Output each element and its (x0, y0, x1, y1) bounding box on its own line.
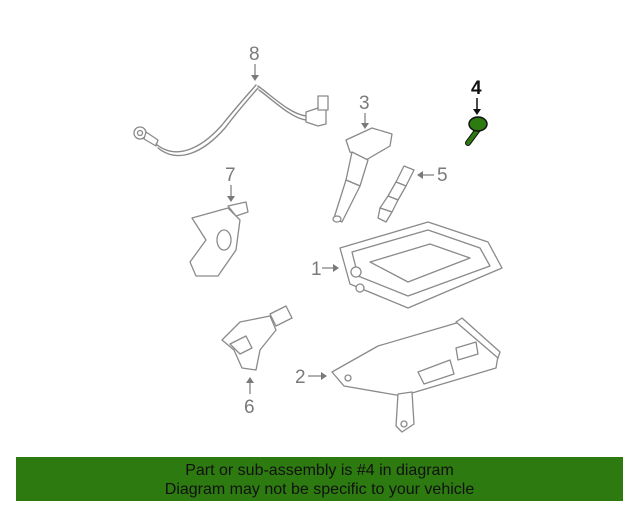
callout-7: 7 (225, 165, 236, 202)
banner-line-2: Diagram may not be specific to your vehi… (164, 481, 475, 498)
svg-text:2: 2 (295, 367, 306, 388)
svg-text:6: 6 (244, 397, 255, 418)
callout-2: 2 (295, 367, 327, 388)
callout-1: 1 (311, 259, 339, 280)
part-1-ecm (339, 221, 503, 309)
svg-text:8: 8 (249, 44, 260, 65)
part-4-bolt (465, 116, 488, 146)
svg-text:1: 1 (311, 259, 322, 280)
info-banner: Part or sub-assembly is #4 in diagram Di… (16, 457, 623, 501)
part-2-bracket (331, 317, 501, 433)
part-8-harness (133, 84, 329, 157)
callout-5: 5 (417, 165, 448, 186)
banner-line-1: Part or sub-assembly is #4 in diagram (185, 462, 454, 479)
svg-text:5: 5 (437, 165, 448, 186)
part-7-sensor (189, 201, 249, 277)
part-6-sensor (221, 305, 293, 371)
svg-text:3: 3 (359, 93, 370, 114)
svg-text:7: 7 (225, 165, 236, 186)
callout-6: 6 (244, 377, 255, 418)
callout-8: 8 (249, 44, 260, 81)
part-3-ignition-coil (332, 127, 393, 223)
callout-4: 4 (471, 78, 482, 115)
part-5-spark-plug (377, 165, 415, 223)
svg-text:4: 4 (471, 78, 482, 99)
callout-3: 3 (359, 93, 370, 129)
